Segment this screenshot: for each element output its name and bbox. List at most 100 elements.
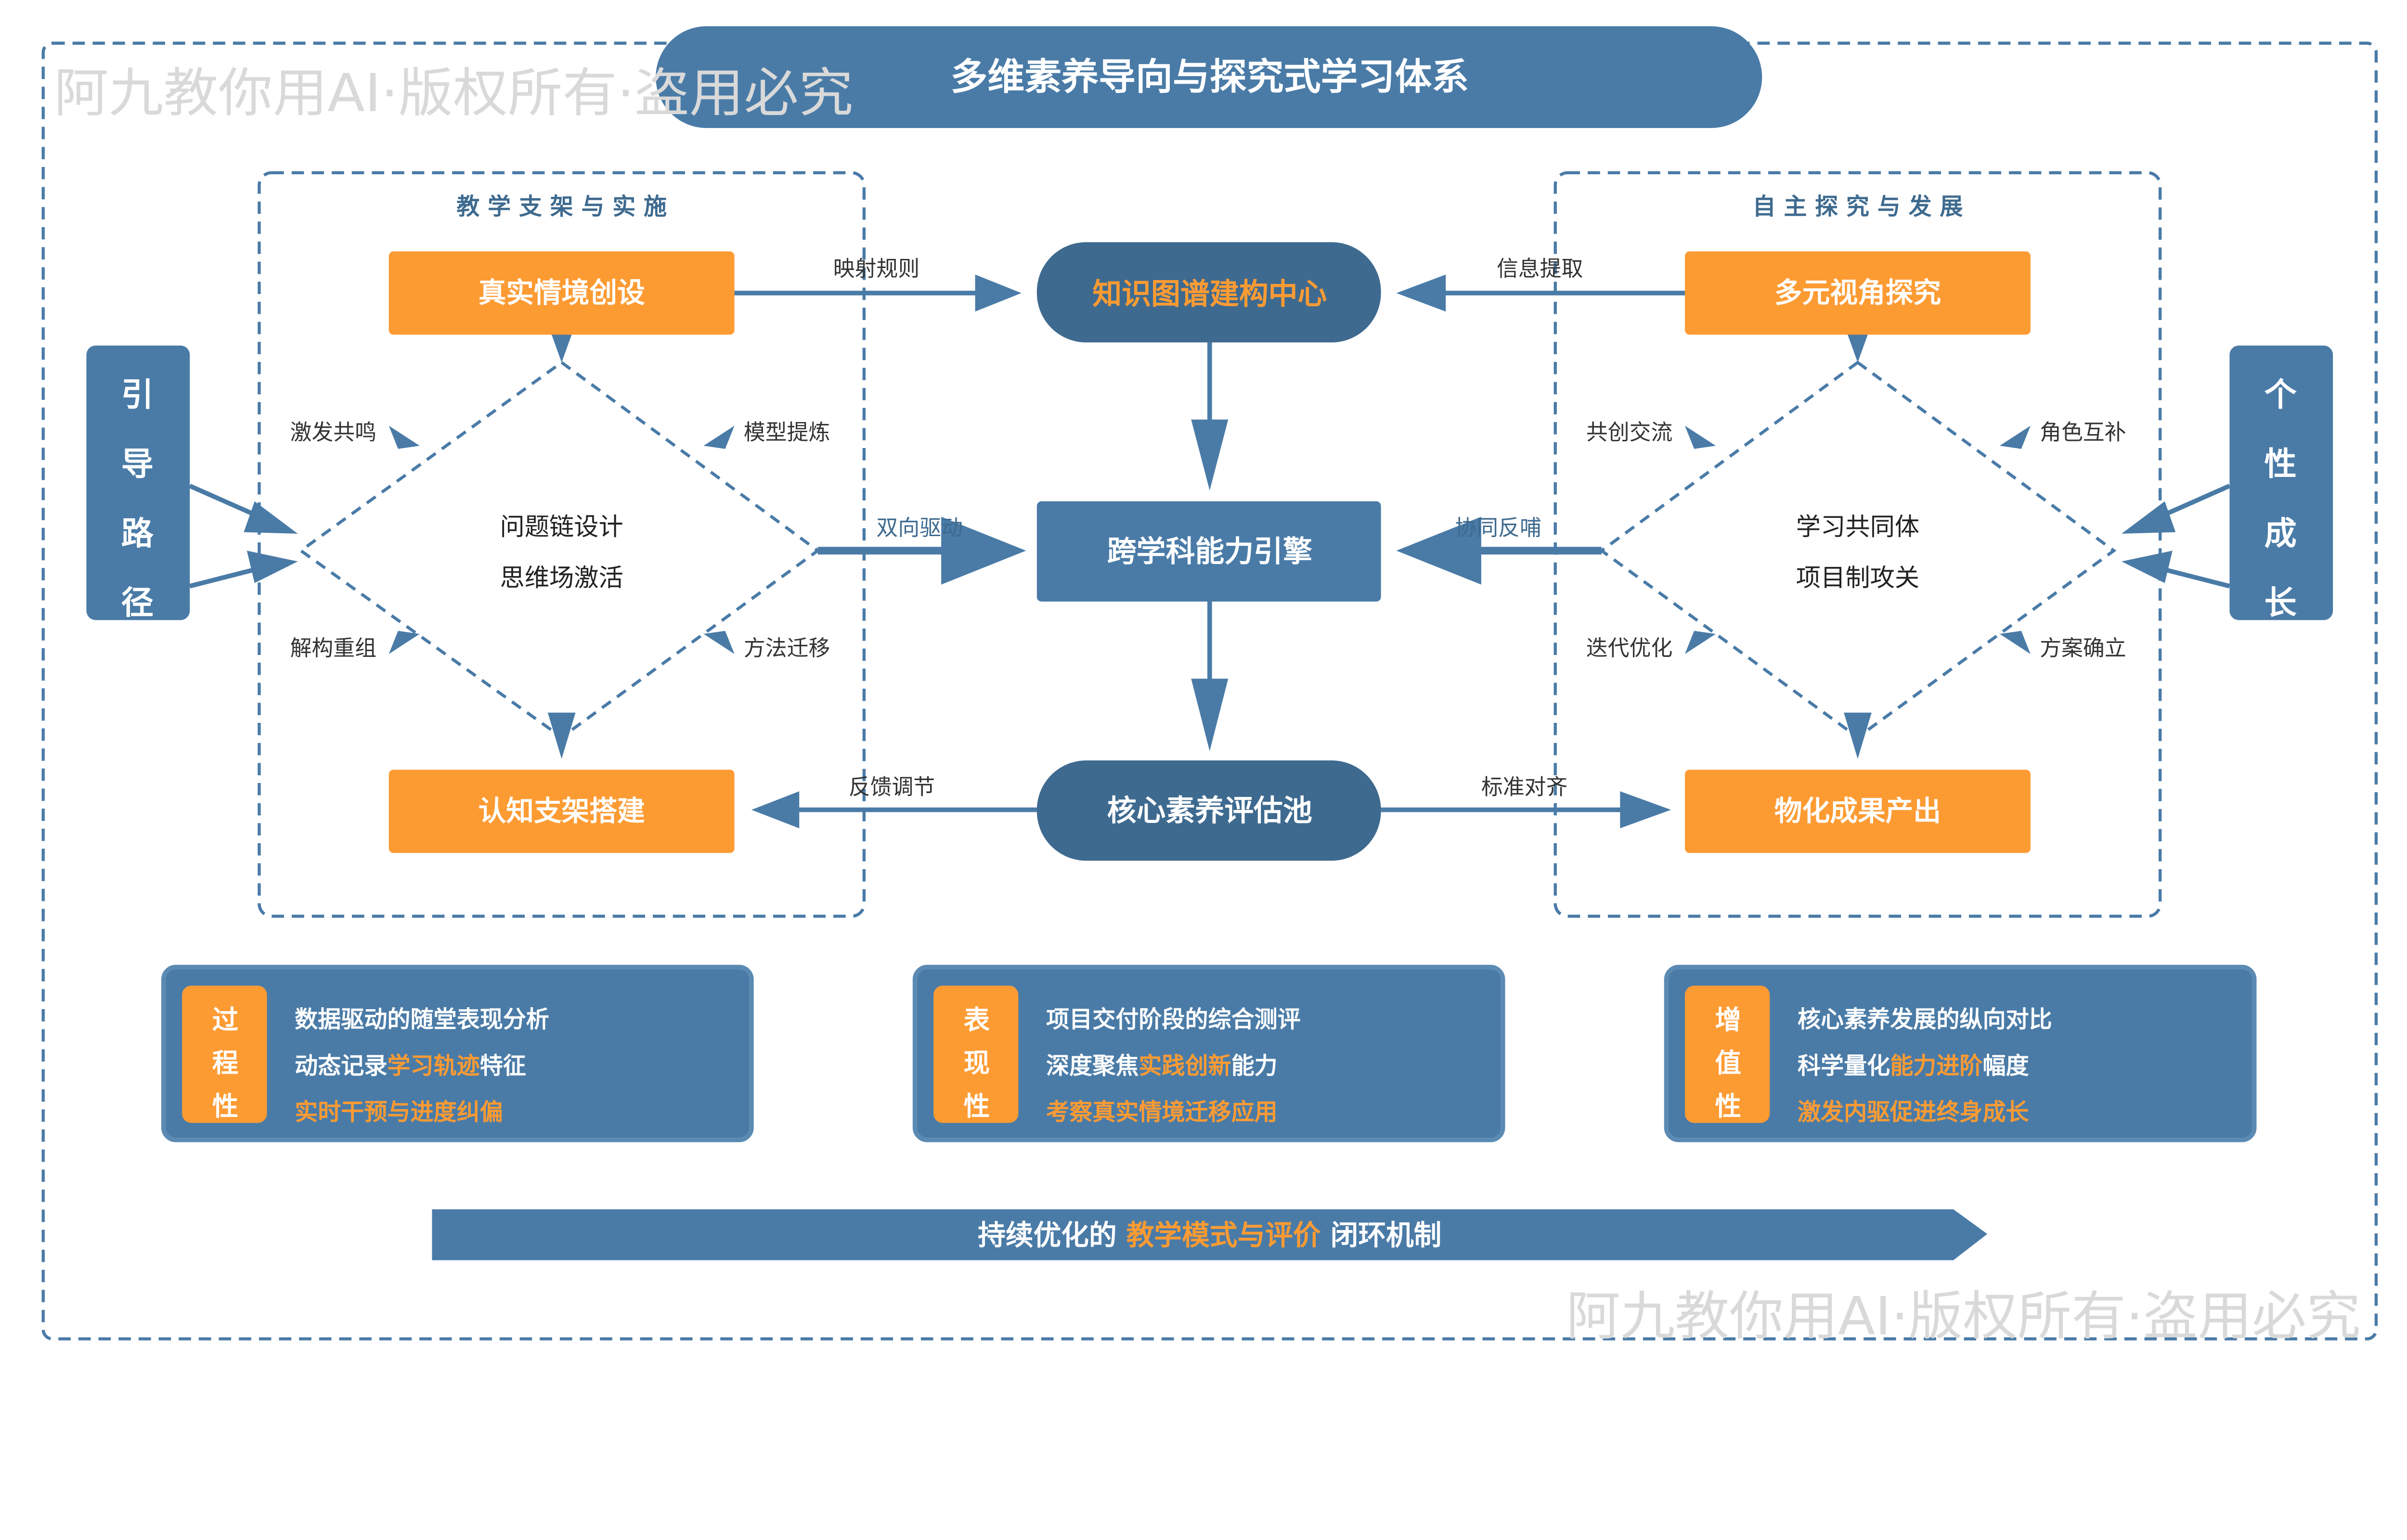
left-panel bbox=[258, 171, 866, 918]
badge-char: 现 bbox=[964, 1048, 990, 1078]
badge-char: 性 bbox=[964, 1091, 990, 1121]
badge-char: 过 bbox=[212, 1004, 238, 1035]
right-panel-title: 自 主 探 究 与 发 展 bbox=[1753, 193, 1963, 220]
edge-label: 模型提炼 bbox=[744, 419, 830, 445]
card-line: 项目交付阶段的综合测评 bbox=[1046, 1006, 1301, 1033]
side-char: 性 bbox=[2265, 445, 2297, 483]
node-label: 跨学科能力引擎 bbox=[1107, 535, 1312, 569]
arrow-label-extract: 信息提取 bbox=[1497, 256, 1583, 282]
side-char: 成 bbox=[2265, 514, 2297, 552]
card-line-segment: 数据驱动的随堂表现分析 bbox=[295, 1006, 549, 1033]
evaluation-cards: 过程性数据驱动的随堂表现分析动态记录学习轨迹特征实时干预与进度纠偏表现性项目交付… bbox=[161, 964, 2257, 1142]
box-multi-view[interactable] bbox=[1684, 251, 2031, 335]
box-label: 多元视角探究 bbox=[1774, 276, 1941, 309]
card-line-segment: 学习轨迹 bbox=[387, 1052, 479, 1079]
badge-char: 增 bbox=[1715, 1004, 1741, 1035]
arrow-label-adjust: 反馈调节 bbox=[849, 774, 935, 800]
box-scaffold[interactable] bbox=[388, 770, 735, 853]
outer-frame bbox=[41, 41, 2378, 1341]
card-line-segment: 核心素养发展的纵向对比 bbox=[1798, 1006, 2052, 1033]
node-label: 知识图谱建构中心 bbox=[1092, 277, 1327, 311]
evaluation-card bbox=[1664, 964, 2257, 1142]
side-char: 引 bbox=[121, 376, 154, 413]
card-line-segment: 深度聚焦 bbox=[1046, 1052, 1139, 1079]
card-line: 实时干预与进度纠偏 bbox=[295, 1099, 503, 1126]
connectors bbox=[189, 274, 2231, 829]
card-line-segment: 动态记录 bbox=[295, 1052, 387, 1079]
card-line-segment: 实践创新 bbox=[1139, 1052, 1231, 1079]
side-char: 导 bbox=[121, 445, 154, 483]
edge-label: 共创交流 bbox=[1586, 419, 1672, 445]
card-line: 动态记录学习轨迹特征 bbox=[295, 1052, 526, 1079]
badge-char: 值 bbox=[1715, 1048, 1741, 1078]
watermark-top: 阿九教你用AI·版权所有·盗用必究 bbox=[54, 63, 853, 124]
arrow-label-feed: 协同反哺 bbox=[1455, 515, 1541, 540]
box-label: 真实情境创设 bbox=[479, 276, 645, 309]
left-center-2: 思维场激活 bbox=[500, 564, 623, 592]
card-line-segment: 实时干预与进度纠偏 bbox=[295, 1099, 503, 1126]
card-line-segment: 激发内驱促进终身成长 bbox=[1798, 1099, 2029, 1126]
edge-label: 激发共鸣 bbox=[290, 419, 376, 445]
card-line-segment: 科学量化 bbox=[1798, 1052, 1890, 1079]
arrow-label-map: 映射规则 bbox=[833, 256, 919, 282]
edge-label: 方案确立 bbox=[2040, 635, 2126, 661]
card-badge bbox=[1684, 986, 1770, 1123]
card-badge bbox=[182, 986, 267, 1123]
banner-pre: 持续优化的 bbox=[978, 1219, 1126, 1252]
node-engine[interactable] bbox=[1036, 501, 1381, 602]
diagram: 多维素养导向与探究式学习体系 阿九教你用AI·版权所有·盗用必究 教 学 支 架… bbox=[41, 26, 2378, 1347]
badge-char: 程 bbox=[212, 1048, 238, 1078]
side-bar-guidance bbox=[86, 345, 190, 620]
right-center-2: 项目制攻关 bbox=[1796, 564, 1919, 592]
banner-post: 闭环机制 bbox=[1321, 1219, 1442, 1252]
side-char: 个 bbox=[2265, 376, 2297, 413]
side-char: 长 bbox=[2265, 584, 2297, 622]
card-badge bbox=[933, 986, 1019, 1123]
box-output[interactable] bbox=[1684, 770, 2031, 853]
card-line-segment: 能力 bbox=[1231, 1052, 1278, 1079]
node-knowledge-graph[interactable] bbox=[1036, 242, 1381, 343]
card-line-segment: 特征 bbox=[480, 1052, 526, 1079]
card-line-segment: 考察真实情境迁移应用 bbox=[1046, 1099, 1278, 1126]
closed-loop-banner bbox=[432, 1209, 1988, 1260]
right-panel bbox=[1553, 171, 2162, 918]
node-label: 核心素养评估池 bbox=[1107, 794, 1312, 828]
side-char: 路 bbox=[121, 514, 154, 552]
box-label: 认知支架搭建 bbox=[479, 795, 645, 827]
side-char: 径 bbox=[121, 584, 154, 622]
side-bar-growth bbox=[2229, 345, 2333, 620]
card-line: 科学量化能力进阶幅度 bbox=[1798, 1052, 2029, 1079]
evaluation-card bbox=[161, 964, 754, 1142]
edge-label: 迭代优化 bbox=[1586, 635, 1672, 661]
badge-char: 性 bbox=[1715, 1091, 1741, 1121]
card-line: 数据驱动的随堂表现分析 bbox=[295, 1006, 549, 1033]
card-line-segment: 项目交付阶段的综合测评 bbox=[1046, 1006, 1301, 1033]
banner-highlight: 教学模式与评价 bbox=[1126, 1219, 1321, 1252]
left-diamond bbox=[298, 360, 821, 740]
watermark-bottom: 阿九教你用AI·版权所有·盗用必究 bbox=[1566, 1285, 2361, 1347]
box-label: 物化成果产出 bbox=[1774, 795, 1941, 827]
node-assessment[interactable] bbox=[1036, 760, 1381, 861]
card-line: 深度聚焦实践创新能力 bbox=[1046, 1052, 1278, 1079]
title-pill bbox=[656, 26, 1762, 128]
edge-label: 方法迁移 bbox=[744, 635, 830, 661]
card-line: 考察真实情境迁移应用 bbox=[1046, 1099, 1278, 1126]
left-panel-title: 教 学 支 架 与 实 施 bbox=[456, 193, 667, 220]
edge-label: 角色互补 bbox=[2040, 419, 2126, 445]
edge-label: 解构重组 bbox=[290, 635, 376, 661]
right-center-1: 学习共同体 bbox=[1796, 513, 1919, 541]
box-real-context[interactable] bbox=[388, 251, 735, 335]
badge-char: 表 bbox=[964, 1004, 990, 1035]
badge-char: 性 bbox=[212, 1091, 238, 1121]
left-center-1: 问题链设计 bbox=[500, 513, 623, 541]
arrow-label-drive: 双向驱动 bbox=[877, 515, 963, 540]
card-line: 核心素养发展的纵向对比 bbox=[1798, 1006, 2052, 1033]
page-title: 多维素养导向与探究式学习体系 bbox=[950, 56, 1469, 99]
arrow-label-align: 标准对齐 bbox=[1481, 774, 1567, 800]
right-diamond bbox=[1599, 360, 2117, 740]
card-line: 激发内驱促进终身成长 bbox=[1798, 1099, 2029, 1126]
banner-text: 持续优化的 教学模式与评价 闭环机制 bbox=[978, 1219, 1441, 1252]
card-line-segment: 能力进阶 bbox=[1890, 1052, 1982, 1079]
evaluation-card bbox=[912, 964, 1505, 1142]
